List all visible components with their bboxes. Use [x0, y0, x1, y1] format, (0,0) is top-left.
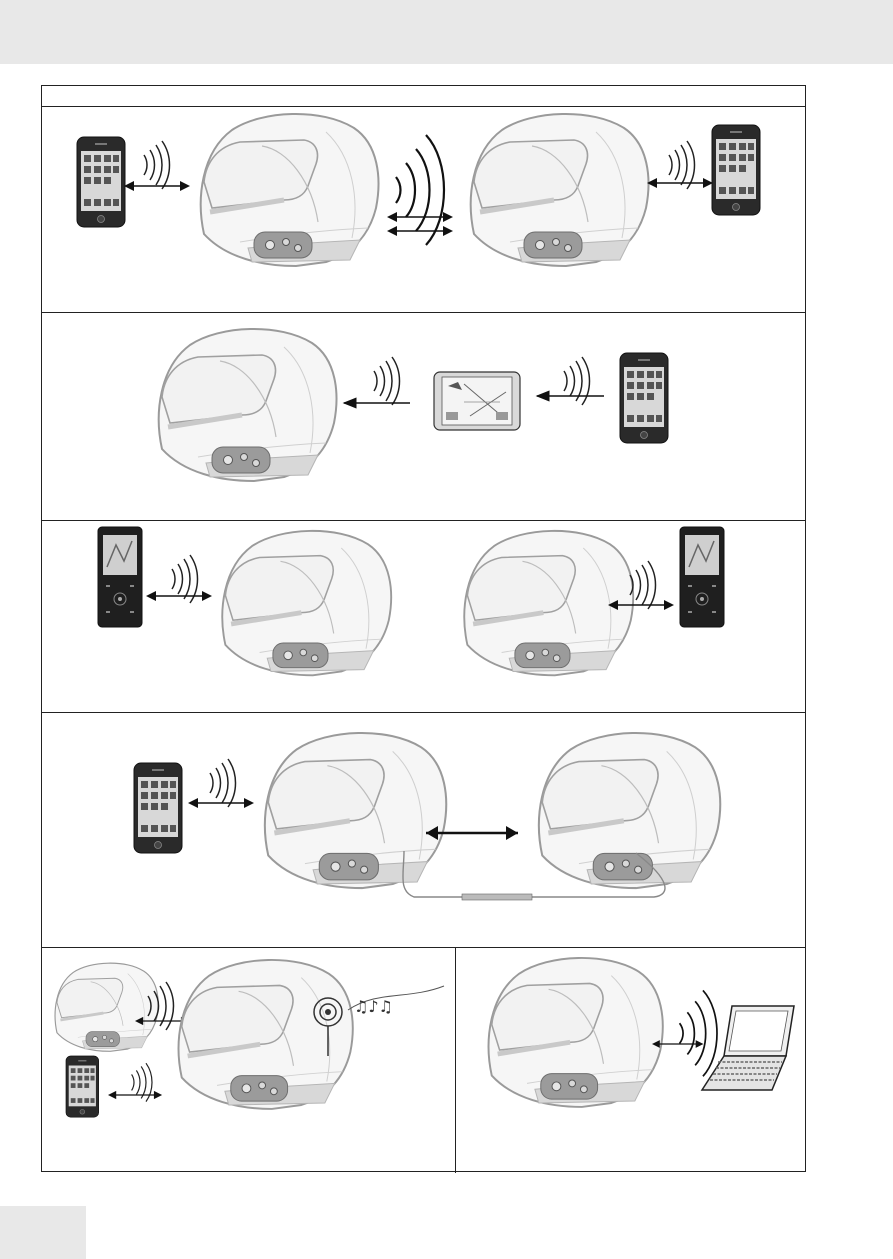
smartphone-icon [134, 763, 182, 853]
panel-bottom-row: ♫♪♫ [42, 948, 805, 1173]
helmet-illustration [55, 963, 158, 1051]
wireless-waves-icon [669, 141, 695, 189]
smartphone-icon [66, 1056, 99, 1117]
double-arrow-icon [188, 798, 254, 808]
cable-coil [462, 894, 532, 900]
mp3-player-icon [98, 527, 142, 627]
frame-header-strip [42, 86, 805, 107]
svg-text:♫♪♫: ♫♪♫ [354, 997, 393, 1016]
double-arrow-icon [108, 1091, 162, 1099]
panel-mp3-players [42, 521, 805, 713]
gps-illustration [42, 313, 807, 521]
double-arrow-icon [608, 600, 674, 610]
mp3-player-icon [680, 527, 724, 627]
double-arrow-icon [652, 1040, 703, 1048]
page-footer-tab [0, 1206, 86, 1259]
helmet-illustration [539, 733, 720, 888]
smartphone-icon [620, 353, 668, 443]
gps-navigator-icon [434, 372, 520, 430]
radio-phone-illustration: ♫♪♫ [42, 948, 456, 1173]
double-arrow-icon [387, 212, 453, 222]
smartphone-icon [77, 137, 125, 227]
wired-intercom-illustration [42, 713, 807, 948]
wireless-waves-icon [210, 759, 236, 807]
mp3-illustration [42, 521, 807, 713]
panel-radio-and-phone: ♫♪♫ [42, 948, 456, 1173]
music-notes-icon: ♫♪♫ [348, 986, 444, 1016]
smartphone-icon [712, 125, 760, 215]
helmet-illustration [471, 114, 649, 266]
panel-gps-navigation [42, 313, 805, 521]
diagram-frame: ♫♪♫ [41, 85, 806, 1172]
helmet-illustration [222, 531, 391, 675]
page-header-band [0, 0, 893, 64]
double-arrow-icon [647, 178, 713, 188]
rider-intercom-illustration [42, 107, 807, 313]
wireless-waves-icon [374, 357, 400, 405]
helmet-illustration [464, 531, 633, 675]
wireless-waves-icon [680, 990, 717, 1076]
helmet-illustration [201, 114, 379, 266]
wireless-waves-icon [132, 1063, 152, 1101]
wireless-waves-icon [564, 357, 590, 405]
panel-rider-intercom [42, 107, 805, 313]
helmet-illustration [265, 733, 446, 888]
panel-wired-intercom [42, 713, 805, 948]
helmet-illustration [179, 960, 353, 1109]
panel-computer-connection [456, 948, 807, 1173]
computer-illustration [456, 948, 807, 1173]
helmet-illustration [489, 958, 663, 1107]
wireless-waves-icon [144, 141, 170, 189]
wireless-waves-icon [396, 135, 444, 245]
helmet-illustration [159, 329, 337, 481]
